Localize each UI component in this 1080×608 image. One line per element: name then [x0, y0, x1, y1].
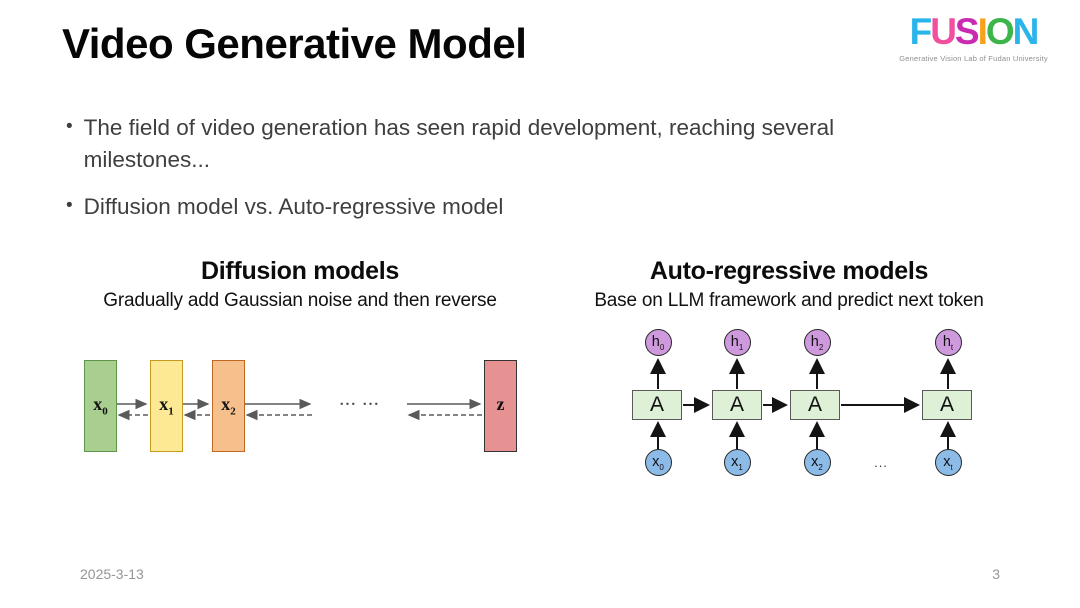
diffusion-heading-block: Diffusion models Gradually add Gaussian … — [60, 257, 540, 312]
input-node-x1: x1 — [723, 449, 751, 476]
hidden-node-h1: h1 — [723, 329, 751, 356]
logo-letter: I — [977, 11, 988, 52]
logo-letter: N — [1012, 11, 1040, 52]
diffusion-subheading: Gradually add Gaussian noise and then re… — [103, 290, 497, 311]
cell-label: A — [649, 393, 664, 416]
bullet-list: • The field of video generation has seen… — [66, 112, 922, 238]
hidden-node-h0: h0 — [644, 329, 672, 356]
diffusion-node-x1: x1 — [150, 360, 183, 452]
page-title: Video Generative Model — [62, 20, 527, 67]
diffusion-diagram: x0 x1 x2 z ... ... — [60, 340, 540, 470]
input-node-xt: xt — [934, 449, 962, 476]
node-label: x2 — [221, 394, 236, 418]
bullet-marker: • — [66, 194, 73, 216]
node-label: x1 — [159, 394, 174, 418]
node-label: ht — [942, 333, 954, 352]
rnn-cell: A — [632, 390, 682, 420]
diffusion-node-z: z — [484, 360, 517, 452]
diffusion-arrows — [117, 398, 482, 421]
cell-label: A — [939, 393, 954, 416]
diffusion-node-x2: x2 — [212, 360, 245, 452]
autoregressive-heading: Auto-regressive models — [649, 257, 929, 285]
hidden-node-ht: ht — [934, 329, 962, 356]
hidden-node-h2: h2 — [803, 329, 831, 356]
fusion-logo: FUSION Generative Vision Lab of Fudan Un… — [881, 11, 1066, 63]
node-label: x1 — [731, 453, 743, 472]
slide-date: 2025-3-13 — [80, 566, 144, 582]
page-number: 3 — [992, 566, 1000, 582]
ellipsis: ... — [874, 455, 888, 470]
node-label: h1 — [730, 333, 744, 352]
bullet-text: The field of video generation has seen r… — [83, 115, 835, 172]
node-label: xt — [943, 453, 953, 472]
input-node-x0: x0 — [644, 449, 672, 476]
node-label: h0 — [651, 333, 665, 352]
node-label: h2 — [810, 333, 824, 352]
diffusion-heading: Diffusion models — [201, 257, 399, 285]
bullet-item: • The field of video generation has seen… — [66, 112, 922, 176]
autoregressive-arrows — [650, 358, 956, 449]
bullet-item: • Diffusion model vs. Auto-regressive mo… — [66, 191, 922, 223]
fusion-logo-wordmark: FUSION — [881, 11, 1066, 53]
autoregressive-heading-block: Auto-regressive models Base on LLM frame… — [558, 257, 1020, 312]
bullet-marker: • — [66, 116, 73, 137]
bullet-text: Diffusion model vs. Auto-regressive mode… — [83, 193, 504, 219]
logo-letter: O — [985, 11, 1015, 52]
rnn-cell: A — [922, 390, 972, 420]
logo-letter: S — [954, 11, 980, 52]
cell-label: A — [807, 393, 822, 416]
diffusion-node-x0: x0 — [84, 360, 117, 452]
autoregressive-diagram: h0 h1 h2 ht A A A A x0 x1 x2 xt ... — [600, 325, 1020, 485]
node-label: x2 — [811, 453, 823, 472]
node-label: x0 — [93, 394, 108, 418]
logo-tagline: Generative Vision Lab of Fudan Universit… — [899, 53, 1048, 63]
ellipsis: ... ... — [339, 393, 381, 409]
autoregressive-subheading: Base on LLM framework and predict next t… — [594, 290, 984, 311]
node-label: x0 — [652, 453, 664, 472]
logo-letter: U — [930, 11, 957, 52]
logo-letter: F — [909, 11, 933, 52]
node-label: z — [496, 394, 505, 415]
rnn-cell: A — [790, 390, 840, 420]
input-node-x2: x2 — [803, 449, 831, 476]
cell-label: A — [729, 393, 744, 416]
rnn-cell: A — [712, 390, 762, 420]
